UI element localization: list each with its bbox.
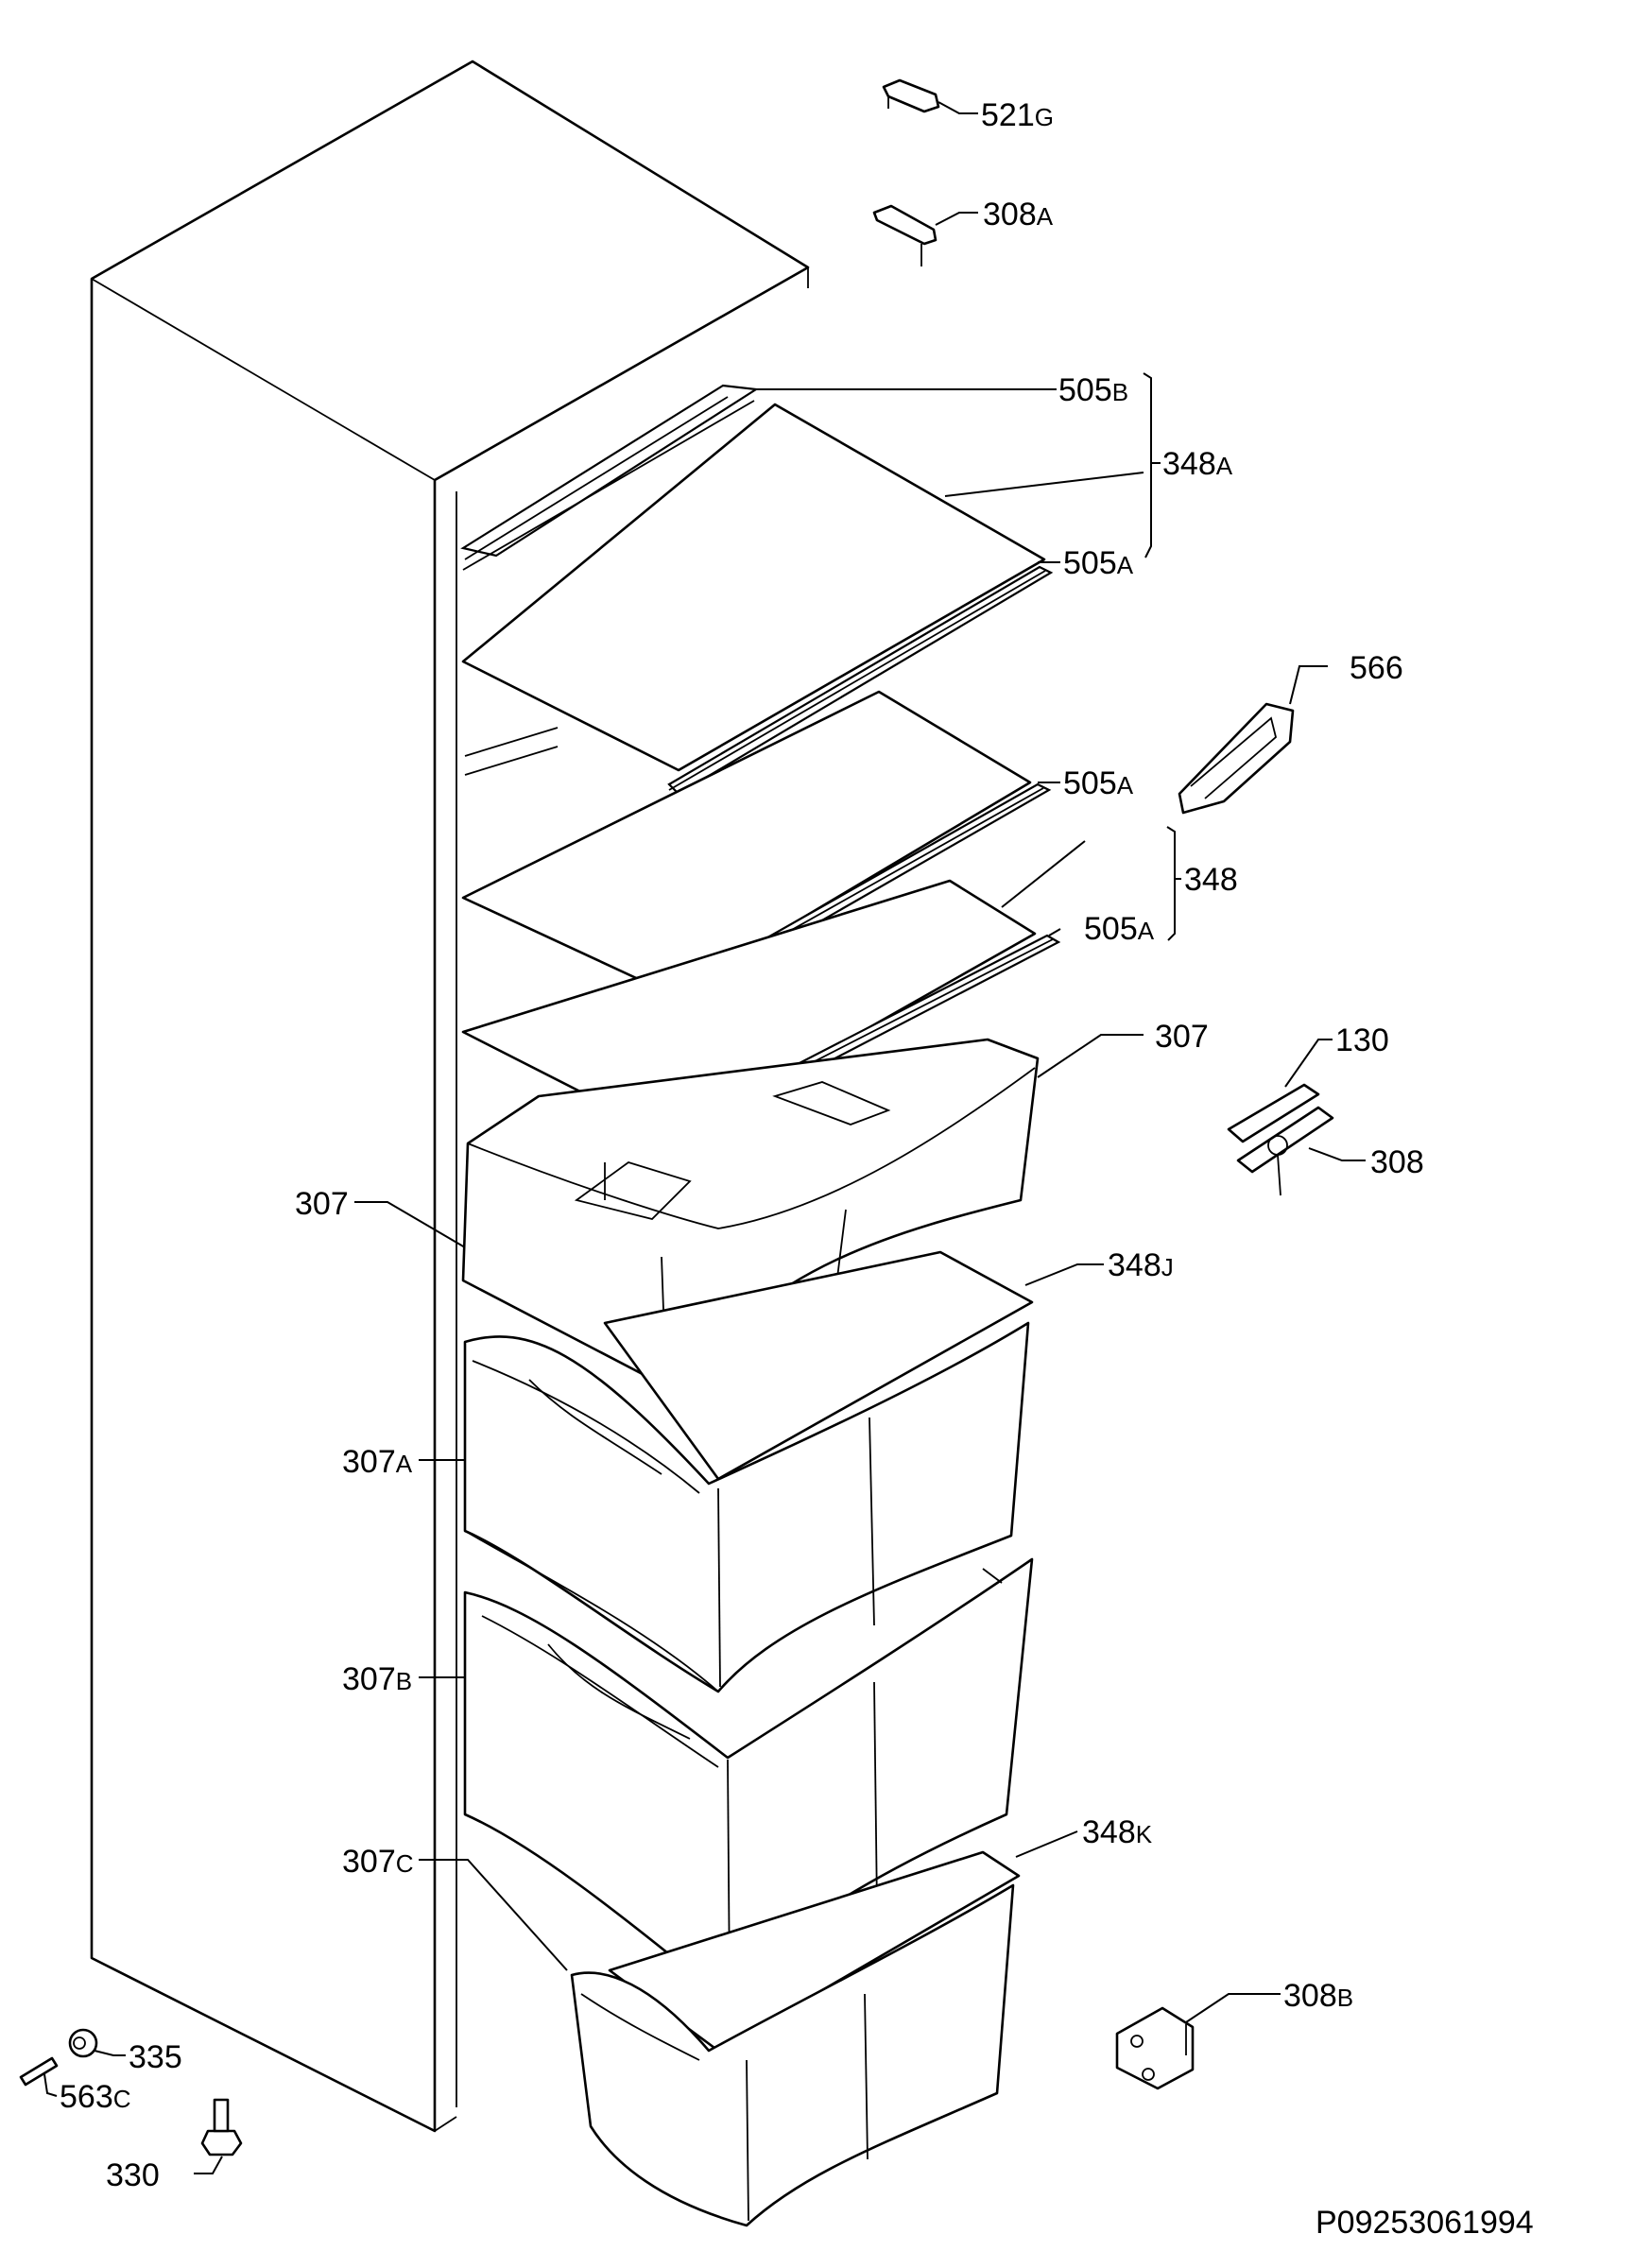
pin-563c bbox=[19, 2056, 59, 2087]
drawer-307b bbox=[463, 1557, 1034, 1996]
callout-563c: 563C bbox=[60, 2079, 131, 2115]
adjustable-foot-330 bbox=[200, 2098, 243, 2156]
diagram-code: P09253061994 bbox=[1316, 2205, 1534, 2241]
top-hinge-308a bbox=[872, 204, 937, 266]
callout-335: 335 bbox=[129, 2039, 182, 2075]
callout-348k: 348K bbox=[1082, 1814, 1153, 1850]
spacer-335 bbox=[68, 2028, 98, 2058]
bracket-566 bbox=[1178, 702, 1295, 815]
callout-330: 330 bbox=[106, 2157, 160, 2193]
callout-505a-2: 505A bbox=[1063, 765, 1134, 801]
leader-lines bbox=[43, 101, 1366, 2174]
callout-308: 308 bbox=[1370, 1144, 1424, 1180]
callout-307a: 307A bbox=[342, 1444, 413, 1480]
callout-308a: 308A bbox=[983, 197, 1054, 232]
callout-505a-3: 505A bbox=[1084, 911, 1155, 947]
cabinet bbox=[90, 60, 810, 2133]
drawer-307c bbox=[570, 1883, 1015, 2227]
middle-hinge-130 bbox=[1227, 1083, 1334, 1196]
callout-308b: 308B bbox=[1283, 1978, 1353, 2014]
top-glass-shelf bbox=[460, 384, 1054, 796]
callout-505b: 505B bbox=[1058, 372, 1128, 408]
top-hinge-cover-521g bbox=[882, 78, 940, 113]
callout-566: 566 bbox=[1350, 650, 1403, 686]
callout-130: 130 bbox=[1335, 1022, 1389, 1058]
callout-307-right: 307 bbox=[1155, 1019, 1209, 1055]
callout-521g: 521G bbox=[981, 97, 1054, 133]
callout-348j: 348J bbox=[1108, 1247, 1174, 1283]
callout-348: 348 bbox=[1184, 862, 1238, 898]
drawer-307a bbox=[463, 1321, 1030, 1693]
crisper-glass-shelf bbox=[603, 1250, 1034, 1481]
callout-307-left: 307 bbox=[295, 1186, 349, 1222]
callout-labels: 521G 308A 505B 348A 505A 566 505A 348 50… bbox=[60, 97, 1534, 2241]
callout-348a: 348A bbox=[1162, 446, 1233, 482]
callout-505a-1: 505A bbox=[1063, 545, 1134, 581]
bottom-hinge-308b bbox=[1115, 2006, 1195, 2090]
callout-307b: 307B bbox=[342, 1661, 412, 1697]
callout-307c: 307C bbox=[342, 1844, 414, 1880]
